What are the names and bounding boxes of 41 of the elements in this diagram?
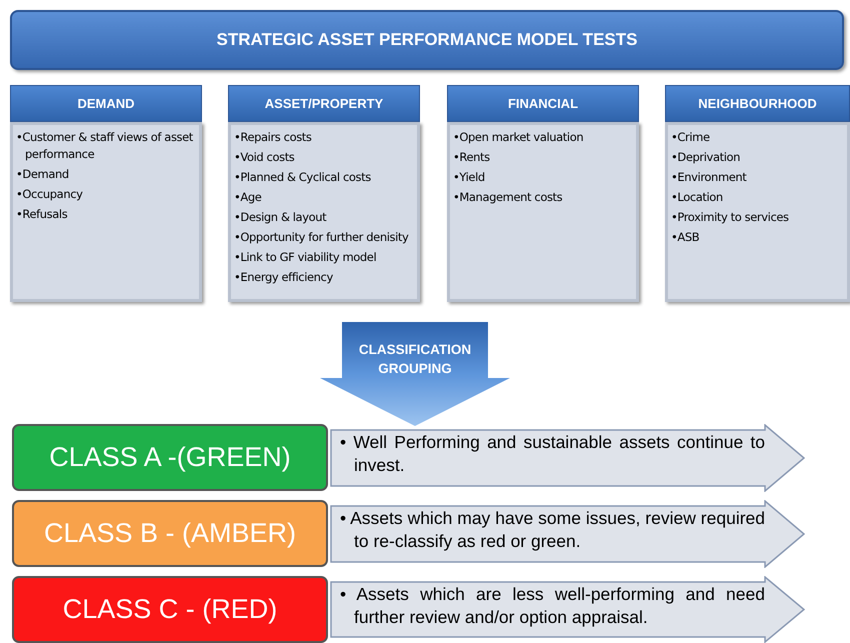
class-label: CLASS C - (RED) (12, 576, 328, 643)
title-banner: STRATEGIC ASSET PERFORMANCE MODEL TESTS (10, 10, 844, 70)
bullet-item: •Deprivation (671, 149, 742, 166)
category-header: FINANCIAL (447, 85, 639, 122)
criteria-panel (10, 122, 202, 302)
category-header: NEIGHBOURHOOD (665, 85, 850, 122)
bullet-item: •Repairs costs (234, 129, 312, 146)
criteria-panel (447, 122, 639, 302)
bullet-item: •Energy efficiency (234, 269, 334, 286)
bullet-item: •Refusals (16, 206, 68, 223)
class-label: CLASS A -(GREEN) (12, 424, 328, 491)
criteria-panel (228, 122, 420, 302)
category-header: ASSET/PROPERTY (228, 85, 420, 122)
chevron-banner (330, 576, 805, 643)
bullet-item: •Age (234, 189, 262, 206)
bullet-item: •Planned & Cyclical costs (234, 169, 372, 186)
bullet-item: •Location (671, 189, 724, 206)
criteria-panel (665, 122, 850, 302)
bullet-item: •Opportunity for further denisity (234, 229, 410, 246)
category-header: DEMAND (10, 85, 202, 122)
bullet-item: •Design & layout (234, 209, 328, 226)
bullet-item: •Yield (453, 169, 486, 186)
chevron-banner (330, 500, 805, 568)
arrow-label: CLASSIFICATION GROUPING (358, 341, 472, 378)
bullet-item: •Customer & staff views of asset performance (16, 129, 194, 163)
chevron-banner (330, 424, 805, 492)
description-text: • Assets which are less well-performing and need further review and/or option appraisal. (340, 583, 765, 629)
bullet-item: •Link to GF viability model (234, 249, 378, 266)
bullet-item: •ASB (671, 229, 700, 246)
bullet-item: •Rents (453, 149, 491, 166)
bullet-item: •Management costs (453, 189, 564, 206)
bullet-item: •Void costs (234, 149, 296, 166)
bullet-item: •Occupancy (16, 186, 84, 203)
bullet-item: •Open market valuation (453, 129, 584, 146)
bullet-item: •Proximity to services (671, 209, 790, 226)
description-text: • Well Performing and sustainable assets continue to invest. (340, 431, 765, 477)
bullet-item: •Demand (16, 166, 70, 183)
description-text: • Assets which may have some issues, review required to re-classify as red or green. (340, 507, 765, 553)
class-label: CLASS B - (AMBER) (12, 500, 328, 567)
bullet-item: •Crime (671, 129, 711, 146)
bullet-item: •Environment (671, 169, 748, 186)
